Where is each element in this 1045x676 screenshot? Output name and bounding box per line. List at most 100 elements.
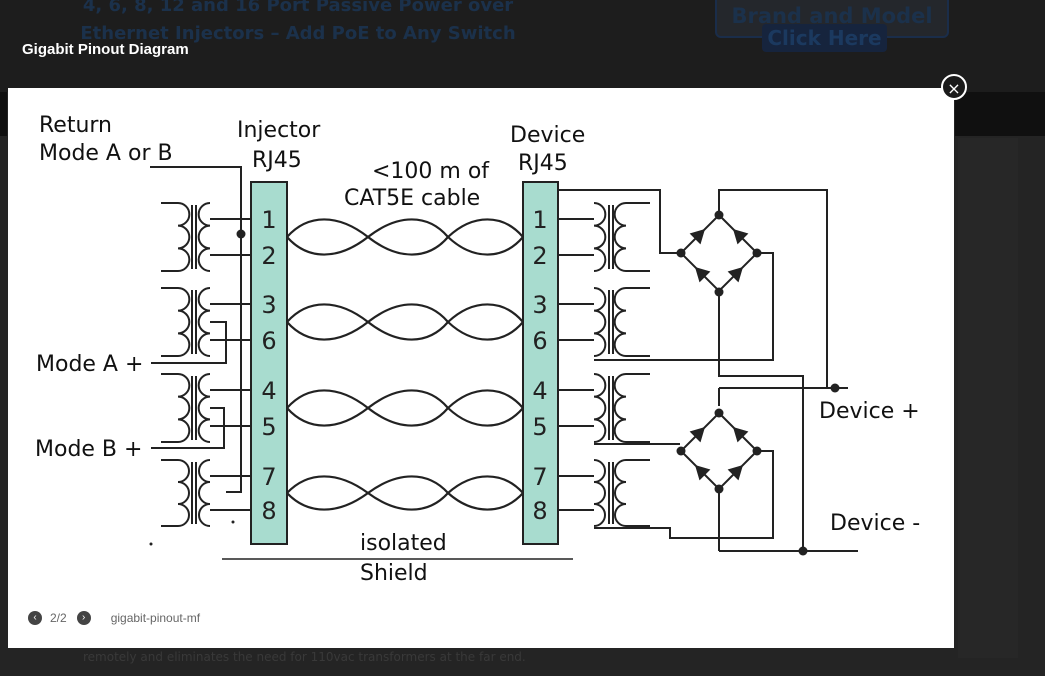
device-coil-outer — [614, 459, 627, 527]
device-coil-inner — [593, 202, 607, 272]
diode-icon — [727, 464, 744, 481]
return-label-line1: Return — [39, 113, 112, 138]
injector-pin-5: 5 — [261, 413, 276, 441]
shield-label-line2: Shield — [360, 561, 428, 586]
junction-dot — [714, 484, 724, 494]
device-pin-6: 6 — [532, 327, 547, 355]
diode-icon — [694, 266, 711, 283]
cable-twist-lower — [286, 389, 524, 427]
prev-arrow-icon[interactable]: ‹ — [28, 611, 42, 625]
return-wire — [150, 166, 242, 493]
next-arrow-icon[interactable]: › — [76, 611, 91, 625]
device-pin-labels: 1 2 3 6 4 5 7 8 — [532, 206, 547, 525]
cable-twist-lower — [286, 303, 524, 341]
injector-pin-7: 7 — [261, 463, 276, 491]
injector-coil-outer — [177, 287, 191, 357]
junction-dot — [714, 408, 724, 418]
injector-label-line2: RJ45 — [252, 148, 302, 173]
device-pin-3: 3 — [532, 291, 547, 319]
device-rj45-bar — [522, 181, 559, 545]
background-nav-bar — [0, 92, 7, 136]
transformer-coils — [161, 202, 650, 527]
cable-twist-upper — [286, 475, 524, 511]
injector-pin-2: 2 — [261, 242, 276, 270]
background-headline[interactable]: 4, 6, 8, 12 and 16 Port Passive Power ov… — [80, 0, 516, 44]
injector-coil-inner — [197, 287, 211, 357]
cable-label-line1: <100 m of — [372, 159, 490, 184]
junction-dot — [752, 446, 762, 456]
stray-dot — [231, 520, 235, 524]
wiring — [150, 166, 858, 552]
mode-a-wire — [151, 321, 227, 364]
device-minus-bus — [718, 292, 858, 552]
cable-label-line2: CAT5E cable — [344, 186, 480, 211]
diode-icon — [732, 228, 749, 245]
return-label-line2: Mode A or B — [39, 141, 173, 166]
lightbox-panel: 1 2 3 6 4 5 7 8 1 2 3 6 4 5 7 8 Return Mode A or B Inj… — [8, 88, 954, 648]
mode-b-wire — [151, 407, 225, 449]
cable-twist-lower — [286, 475, 524, 511]
diode-icon — [727, 266, 744, 283]
injector-pin-8: 8 — [261, 497, 276, 525]
device-coil-outer — [613, 202, 627, 272]
gigabit-pinout-diagram: 1 2 3 6 4 5 7 8 1 2 3 6 4 5 7 8 Return Mode A or B Inj… — [35, 113, 920, 586]
lightbox-title: Gigabit Pinout Diagram — [22, 41, 189, 58]
junction-dot — [676, 248, 686, 258]
stray-dot — [149, 542, 153, 546]
mode-b-label: Mode B + — [35, 437, 142, 462]
diode-icon — [689, 426, 706, 443]
injector-label-line1: Injector — [237, 118, 321, 143]
device-label-line1: Device — [510, 123, 585, 148]
device-pin-5: 5 — [532, 413, 547, 441]
device-coil-inner — [593, 373, 607, 443]
mode-a-label: Mode A + — [36, 352, 143, 377]
injector-coil-inner — [198, 459, 211, 527]
junction-dot — [236, 229, 246, 239]
diode-icon — [694, 464, 711, 481]
bridge2-input-b — [594, 450, 774, 539]
device-plus-bus — [718, 189, 828, 388]
bridge1-input-b — [594, 252, 774, 361]
junction-dot — [798, 546, 808, 556]
injector-coil-outer — [177, 373, 191, 443]
injector-coil-inner — [197, 373, 211, 443]
device-pin-1: 1 — [532, 206, 547, 234]
device-coil-outer — [613, 373, 627, 443]
twisted-pairs — [286, 218, 524, 511]
cable-twist-upper — [286, 389, 524, 427]
injector-rj45-bar — [250, 181, 288, 545]
shield-label-line1: isolated — [360, 531, 447, 556]
cable-twist-lower — [286, 218, 524, 256]
click-here-button[interactable]: Click Here — [762, 24, 887, 52]
device-pin-8: 8 — [532, 497, 547, 525]
diode-icon — [689, 228, 706, 245]
background-nav-bar-right — [955, 92, 1045, 136]
device-coil-inner — [593, 459, 606, 527]
junction-dot — [714, 210, 724, 220]
bridge1-input-a — [558, 189, 680, 254]
cable-twist-upper — [286, 303, 524, 341]
injector-coil-outer — [177, 202, 191, 272]
device-pin-2: 2 — [532, 242, 547, 270]
cable-twist-upper — [286, 218, 524, 256]
junction-dot — [830, 383, 840, 393]
junction-dot — [714, 287, 724, 297]
injector-pin-1: 1 — [261, 206, 276, 234]
device-plus-label: Device + — [819, 399, 920, 424]
junction-dots — [149, 210, 840, 556]
background-body-text: remotely and eliminates the need for 110… — [83, 650, 526, 664]
device-label-line2: RJ45 — [518, 151, 568, 176]
injector-pin-4: 4 — [261, 377, 276, 405]
injector-coil-inner — [197, 202, 211, 272]
device-coil-outer — [613, 287, 627, 357]
close-icon[interactable]: × — [941, 74, 967, 100]
device-minus-label: Device - — [830, 511, 920, 536]
junction-dot — [752, 248, 762, 258]
device-pin-7: 7 — [532, 463, 547, 491]
injector-coil-outer — [177, 459, 190, 527]
diode-icon — [732, 426, 749, 443]
device-coil-inner — [593, 287, 607, 357]
device-pin-4: 4 — [532, 377, 547, 405]
bridge-rectifier-2 — [679, 411, 759, 491]
image-counter: 2/2 — [50, 611, 67, 625]
